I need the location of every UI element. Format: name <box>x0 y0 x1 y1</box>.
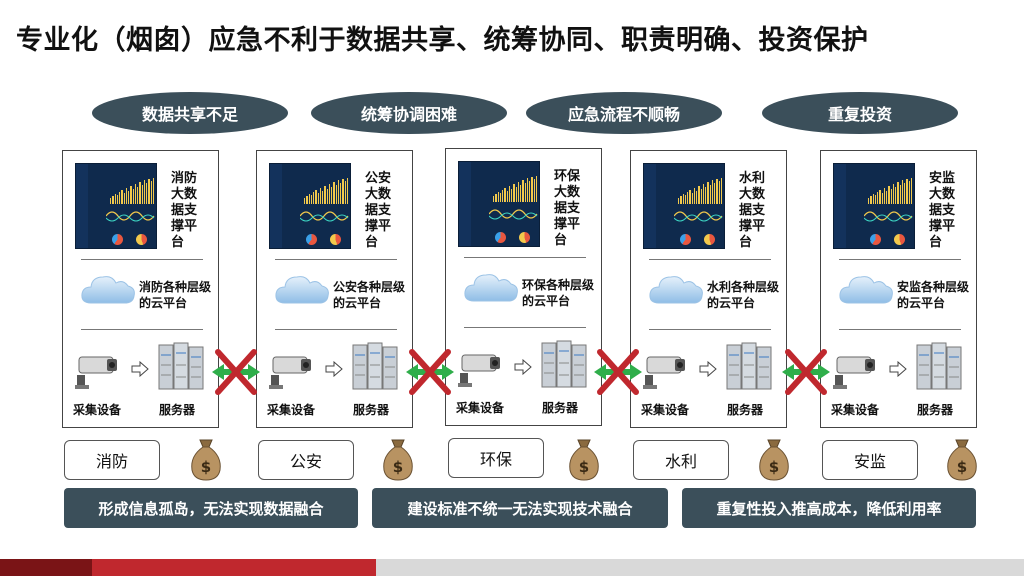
dashboard-thumbnail <box>643 163 725 249</box>
server-icon <box>352 342 398 390</box>
money-bag-icon: $ <box>759 439 789 481</box>
server-icon <box>541 340 587 388</box>
footer-accent-dark <box>0 559 92 576</box>
cloud-platform-label: 水利各种层级的云平台 <box>707 280 780 310</box>
collector-label: 采集设备 <box>456 401 505 415</box>
cloud-platform-label: 安监各种层级的云平台 <box>897 280 970 310</box>
cloud-platform-label: 公安各种层级的云平台 <box>333 280 406 310</box>
collector-label: 采集设备 <box>267 403 316 417</box>
arrow-right-icon <box>325 361 343 377</box>
cloud-icon <box>839 276 893 304</box>
divider <box>81 259 203 260</box>
server-label: 服务器 <box>917 403 954 417</box>
blocked-link-icon <box>594 349 642 395</box>
dashboard-thumbnail <box>269 163 351 249</box>
divider <box>839 259 961 260</box>
camera-icon <box>458 354 500 387</box>
money-bag-icon: $ <box>191 439 221 481</box>
divider <box>839 329 961 330</box>
dept-panel-safety: 安监大数据支撑平台安监各种层级的云平台采集设备 服务器 <box>820 150 977 428</box>
server-icon <box>158 342 204 390</box>
divider <box>649 259 771 260</box>
dept-label-water: 水利 <box>633 440 729 480</box>
cloud-platform-label: 消防各种层级的云平台 <box>139 280 212 310</box>
platform-title: 水利大数据支撑平台 <box>739 171 766 250</box>
server-label: 服务器 <box>159 403 196 417</box>
consequence-banner-standards: 建设标准不统一无法实现技术融合 <box>372 488 668 528</box>
footer-accent-red <box>0 559 376 576</box>
collector-label: 采集设备 <box>641 403 690 417</box>
arrow-right-icon <box>514 359 532 375</box>
problem-pill-duplicate-investment: 重复投资 <box>762 92 958 134</box>
platform-title: 环保大数据支撑平台 <box>554 169 581 248</box>
dept-panel-water: 水利大数据支撑平台水利各种层级的云平台采集设备 服务器 <box>630 150 787 428</box>
divider <box>649 329 771 330</box>
cloud-icon <box>81 276 135 304</box>
arrow-right-icon <box>889 361 907 377</box>
server-icon <box>726 342 772 390</box>
arrow-right-icon <box>699 361 717 377</box>
platform-title: 公安大数据支撑平台 <box>365 171 392 250</box>
cloud-icon <box>275 276 329 304</box>
blocked-link-icon <box>782 349 830 395</box>
dept-label-safety: 安监 <box>822 440 918 480</box>
divider <box>275 259 397 260</box>
camera-icon <box>643 356 685 389</box>
dept-panel-fire: 消防大数据支撑平台消防各种层级的云平台采集设备 服务器 <box>62 150 219 428</box>
svg-text:$: $ <box>769 458 779 476</box>
dept-label-police: 公安 <box>258 440 354 480</box>
dashboard-thumbnail <box>458 161 540 247</box>
money-bag-icon: $ <box>569 439 599 481</box>
cloud-icon <box>649 276 703 304</box>
money-bag-icon: $ <box>383 439 413 481</box>
svg-text:$: $ <box>201 458 211 476</box>
server-label: 服务器 <box>727 403 764 417</box>
arrow-right-icon <box>131 361 149 377</box>
problem-pill-workflow: 应急流程不顺畅 <box>526 92 722 134</box>
camera-icon <box>75 356 117 389</box>
dept-panel-police: 公安大数据支撑平台公安各种层级的云平台采集设备 服务器 <box>256 150 413 428</box>
blocked-link-icon <box>406 349 454 395</box>
platform-title: 消防大数据支撑平台 <box>171 171 198 250</box>
camera-icon <box>269 356 311 389</box>
problem-pill-data-sharing: 数据共享不足 <box>92 92 288 134</box>
money-bag-icon: $ <box>947 439 977 481</box>
svg-text:$: $ <box>957 458 967 476</box>
dept-label-environment: 环保 <box>448 438 544 478</box>
dept-label-fire: 消防 <box>64 440 160 480</box>
divider <box>275 329 397 330</box>
divider <box>81 329 203 330</box>
problem-pill-coordination: 统筹协调困难 <box>311 92 507 134</box>
svg-text:$: $ <box>579 458 589 476</box>
platform-title: 安监大数据支撑平台 <box>929 171 956 250</box>
footer-bar <box>0 559 1024 576</box>
cloud-icon <box>464 274 518 302</box>
dept-panel-environment: 环保大数据支撑平台环保各种层级的云平台采集设备 服务器 <box>445 148 602 426</box>
divider <box>464 257 586 258</box>
divider <box>464 327 586 328</box>
camera-icon <box>833 356 875 389</box>
server-label: 服务器 <box>353 403 390 417</box>
server-icon <box>916 342 962 390</box>
collector-label: 采集设备 <box>73 403 122 417</box>
dashboard-thumbnail <box>833 163 915 249</box>
consequence-banner-cost: 重复性投入推高成本，降低利用率 <box>682 488 976 528</box>
consequence-banner-data-silo: 形成信息孤岛，无法实现数据融合 <box>64 488 358 528</box>
page-title: 专业化（烟囱）应急不利于数据共享、统筹协同、职责明确、投资保护 <box>16 25 869 56</box>
cloud-platform-label: 环保各种层级的云平台 <box>522 278 595 308</box>
collector-label: 采集设备 <box>831 403 880 417</box>
dashboard-thumbnail <box>75 163 157 249</box>
blocked-link-icon <box>212 349 260 395</box>
svg-text:$: $ <box>393 458 403 476</box>
server-label: 服务器 <box>542 401 579 415</box>
